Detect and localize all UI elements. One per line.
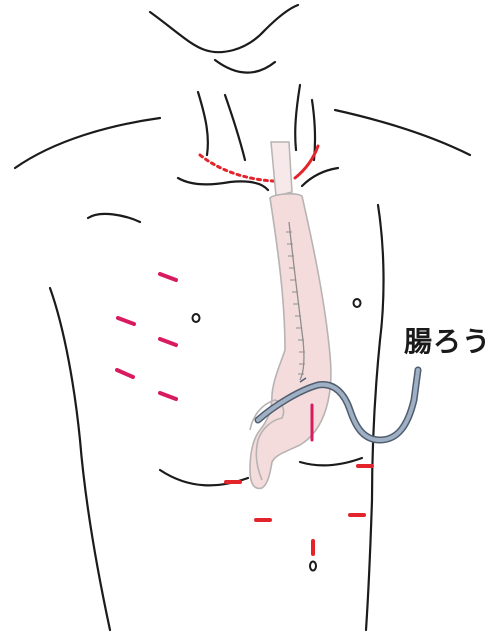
shoulder-right — [335, 110, 470, 155]
port-marks — [117, 274, 176, 399]
neck-left — [198, 92, 208, 155]
torso-left — [50, 288, 110, 630]
body-outline — [15, 5, 470, 630]
port-mark-5 — [160, 393, 176, 399]
jejunostomy-label: 腸ろう — [404, 320, 491, 360]
nipple-right — [354, 299, 361, 307]
shoulder-left — [15, 118, 160, 168]
port-mark-2 — [118, 318, 134, 324]
neck-right — [295, 85, 300, 150]
clavicle-left — [178, 178, 268, 190]
neck-incision-solid — [295, 146, 318, 178]
neck-left-inner — [225, 95, 245, 160]
esophagus-stump — [271, 142, 292, 196]
torso-right — [366, 205, 384, 630]
pectoral-left — [88, 214, 140, 222]
chest-crease-right — [300, 458, 362, 465]
port-mark-1 — [160, 274, 176, 280]
jaw-line — [150, 5, 298, 52]
gastric-conduit — [250, 142, 331, 488]
port-mark-3 — [160, 339, 176, 345]
port-mark-4 — [117, 370, 133, 377]
chin-line — [215, 60, 275, 73]
clavicle-right — [302, 168, 338, 186]
nipple-left — [193, 314, 200, 322]
umbilicus — [310, 562, 316, 571]
